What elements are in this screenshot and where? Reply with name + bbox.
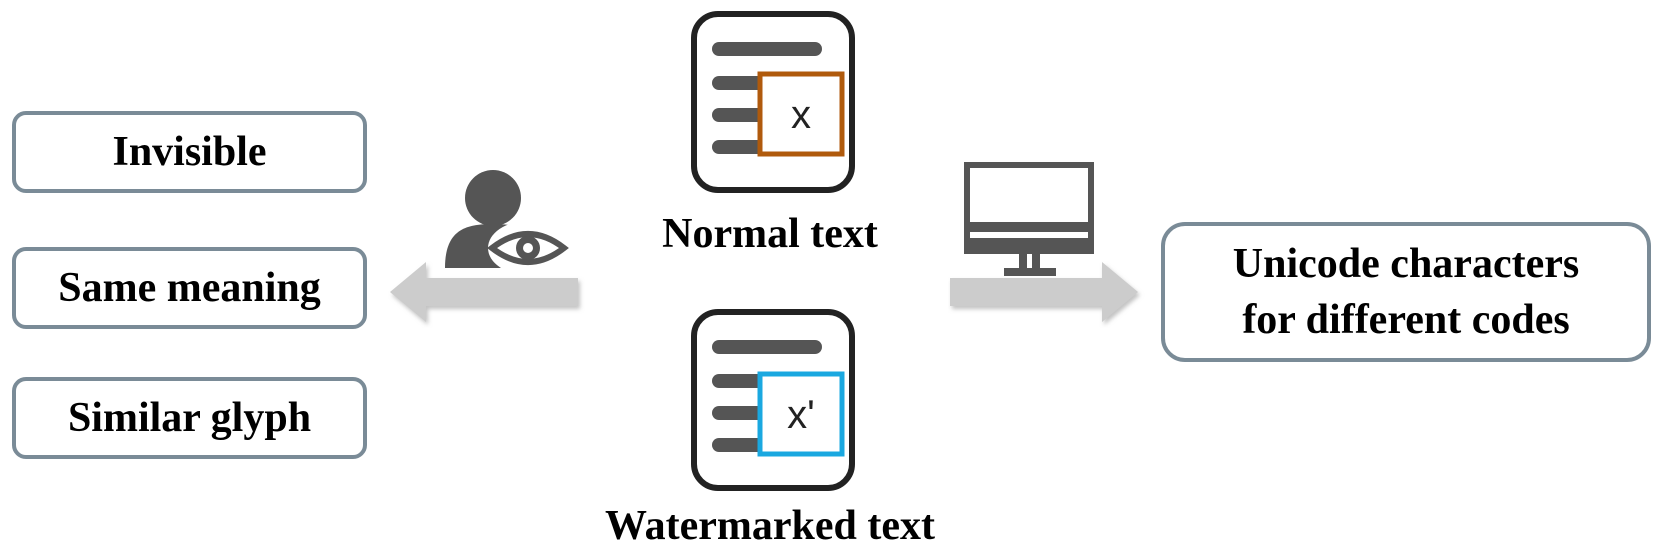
- property-similar-glyph-box: Similar glyph: [12, 377, 367, 459]
- right-arrow: [950, 262, 1138, 322]
- monitor-icon: [964, 162, 1094, 276]
- unicode-box-line2: for different codes: [1242, 297, 1570, 343]
- normal-document-char: x: [791, 93, 811, 137]
- unicode-box-line1: Unicode characters: [1232, 241, 1580, 287]
- normal-document-icon: x: [691, 11, 855, 193]
- person-eye-icon: [445, 170, 569, 268]
- normal-text-label: Normal text: [662, 211, 878, 257]
- property-similar-glyph-label: Similar glyph: [67, 395, 312, 441]
- watermarked-document-icon: x': [691, 309, 855, 491]
- unicode-characters-box: Unicode characters for different codes: [1161, 222, 1651, 362]
- property-invisible-box: Invisible: [12, 111, 367, 193]
- property-same-meaning-box: Same meaning: [12, 247, 367, 329]
- left-arrow: [390, 262, 578, 322]
- watermarked-document-char: x': [787, 393, 815, 437]
- property-invisible-label: Invisible: [112, 129, 267, 175]
- property-same-meaning-label: Same meaning: [58, 265, 321, 311]
- watermarked-text-label: Watermarked text: [604, 503, 936, 549]
